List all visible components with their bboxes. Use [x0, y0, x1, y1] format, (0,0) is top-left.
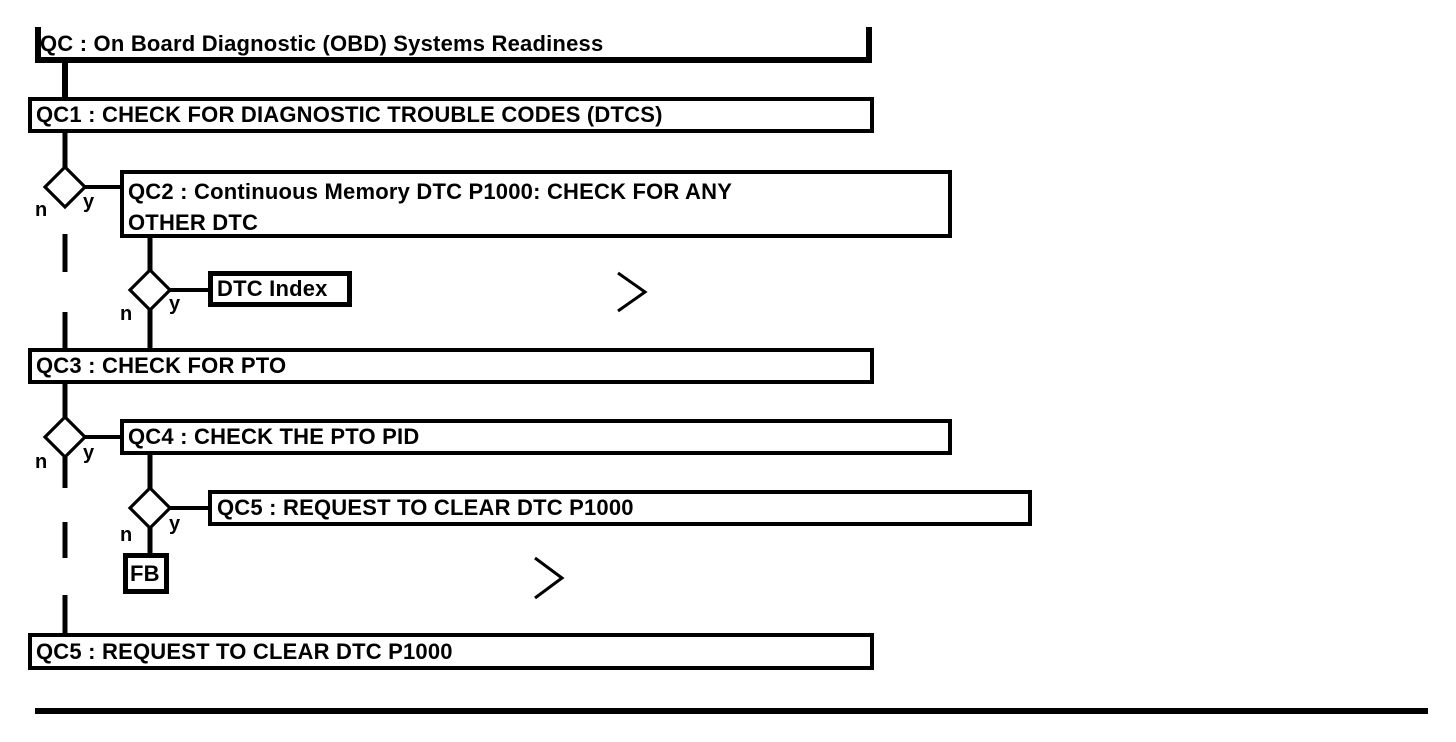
- node-qc3-label: QC3 : CHECK FOR PTO: [36, 353, 287, 378]
- node-qc-title: QC : On Board Diagnostic (OBD) Systems R…: [40, 31, 604, 56]
- decision-diamond-3-icon: [42, 414, 88, 460]
- qc-bracket-tick-right: [866, 27, 872, 63]
- chevron-right-icon-1: [617, 271, 648, 313]
- node-qc5-main: QC5 : REQUEST TO CLEAR DTC P1000: [28, 633, 874, 670]
- decision1-no-label: n: [35, 199, 48, 221]
- bottom-divider-rule: [35, 708, 1428, 714]
- decision4-no-label: n: [120, 524, 133, 546]
- node-qc1-label: QC1 : CHECK FOR DIAGNOSTIC TROUBLE CODES…: [36, 102, 663, 127]
- qc-bracket-underline: [35, 57, 872, 63]
- qc-bracket-tick-left: [35, 27, 41, 63]
- node-dtc-index: DTC Index: [208, 271, 352, 307]
- decision3-no-label: n: [35, 451, 48, 473]
- decision-diamond-1-icon: [42, 164, 88, 210]
- node-qc5-branch-label: QC5 : REQUEST TO CLEAR DTC P1000: [217, 495, 634, 520]
- node-qc3: QC3 : CHECK FOR PTO: [28, 348, 874, 384]
- node-dtc-index-label: DTC Index: [217, 276, 328, 301]
- decision3-yes-label: y: [83, 442, 95, 464]
- decision-diamond-2-icon: [127, 267, 173, 313]
- node-fb-label: FB: [130, 560, 160, 586]
- node-qc4: QC4 : CHECK THE PTO PID: [120, 419, 952, 455]
- node-fb: FB: [123, 553, 169, 594]
- node-qc5-main-label: QC5 : REQUEST TO CLEAR DTC P1000: [36, 638, 453, 664]
- decision4-yes-label: y: [169, 513, 181, 535]
- decision2-no-label: n: [120, 303, 133, 325]
- decision-diamond-4-icon: [127, 485, 173, 531]
- node-qc4-label: QC4 : CHECK THE PTO PID: [128, 424, 420, 449]
- decision1-yes-label: y: [83, 191, 95, 213]
- node-qc2: QC2 : Continuous Memory DTC P1000: CHECK…: [120, 170, 952, 238]
- decision2-yes-label: y: [169, 293, 181, 315]
- node-qc5-branch: QC5 : REQUEST TO CLEAR DTC P1000: [208, 490, 1032, 526]
- node-qc1: QC1 : CHECK FOR DIAGNOSTIC TROUBLE CODES…: [28, 97, 874, 133]
- node-qc2-label: QC2 : Continuous Memory DTC P1000: CHECK…: [128, 179, 733, 235]
- chevron-right-icon-2: [534, 556, 565, 600]
